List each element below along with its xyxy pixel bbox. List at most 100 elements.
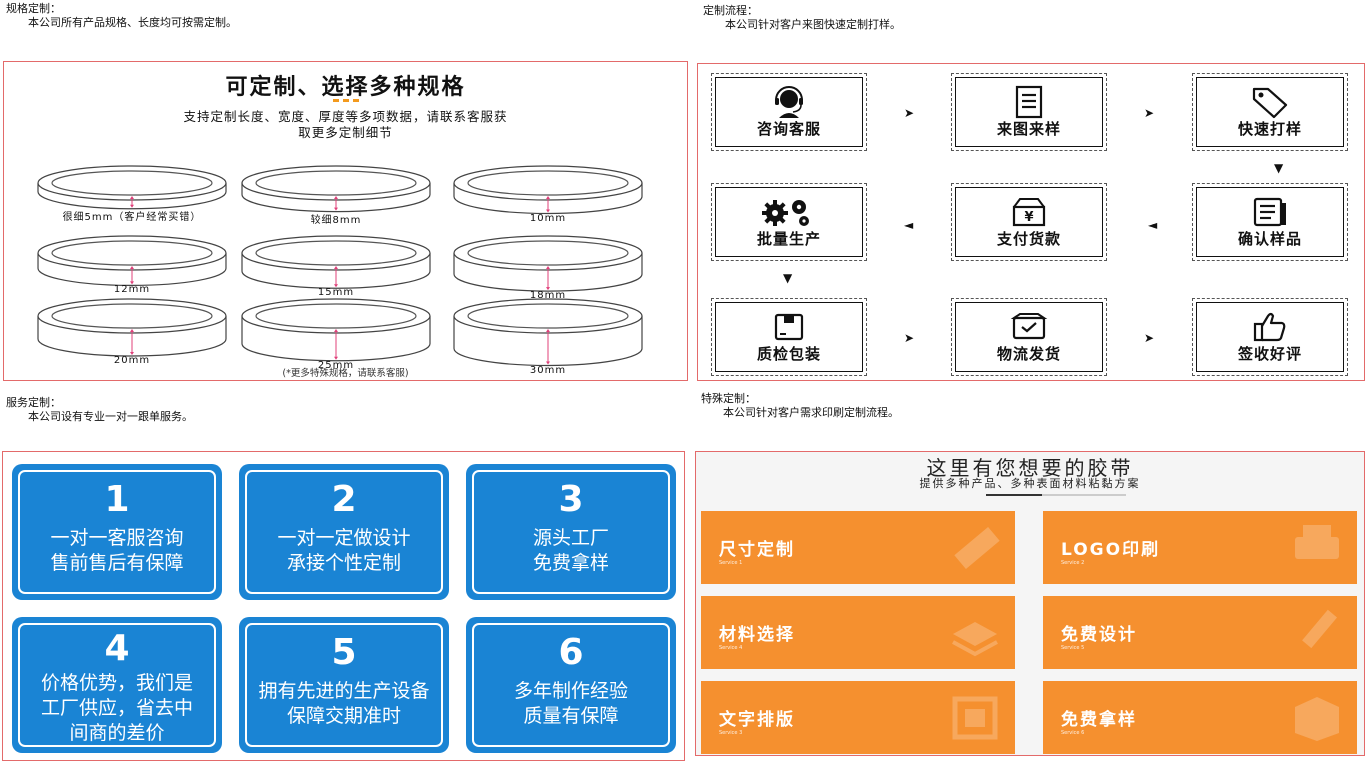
- flow-step-review: 签收好评: [1192, 298, 1348, 376]
- service-card-1: 1 一对一客服咨询 售前售后有保障: [12, 464, 222, 600]
- tape-ring: 18mm: [452, 235, 644, 301]
- price-tag-icon: [1252, 87, 1288, 119]
- service-line: 保障交期准时: [286, 705, 401, 727]
- special-tile-sub: Service 5: [1061, 645, 1085, 651]
- tape-size-label: 18mm: [529, 290, 567, 302]
- flow-step-inspection: 质检包装: [711, 298, 867, 376]
- tape-size-label: 较细8mm: [310, 214, 362, 226]
- special-tile-sub: Service 2: [1061, 560, 1085, 566]
- service-number: 2: [331, 479, 357, 520]
- caption-service-head: 服务定制：: [6, 396, 61, 409]
- service-number: 1: [104, 479, 130, 520]
- flow-step-label: 确认样品: [1237, 230, 1302, 248]
- service-card-2: 2 一对一定做设计 承接个性定制: [239, 464, 449, 600]
- special-tile-sub: Service 6: [1061, 730, 1085, 736]
- flow-step-label: 快速打样: [1237, 120, 1302, 138]
- title-dots-decoration: [332, 99, 359, 102]
- special-tile-sub: Service 1: [719, 560, 743, 566]
- special-subtitle: 提供多种产品、多种表面材料粘黏方案: [919, 477, 1141, 490]
- svg-text:¥: ¥: [1024, 210, 1033, 225]
- arrow-right: ➤: [904, 106, 915, 120]
- special-tile-label: 文字排版: [719, 710, 795, 730]
- material-layers-icon: [952, 622, 998, 657]
- flow-panel: 咨询客服 ➤ 来图来样 ➤ 快速打样 ▼: [697, 63, 1365, 381]
- caption-special: 特殊定制： 本公司针对客户需求印刷定制流程。: [701, 392, 899, 420]
- arrow-right: ➤: [1144, 106, 1155, 120]
- service-text: 价格优势，我们是 工厂供应，省去中 间商的差价: [20, 671, 214, 746]
- tape-ring: 10mm: [452, 165, 644, 224]
- tape-size-label: 10mm: [529, 212, 567, 224]
- tape-ring: 较细8mm: [240, 165, 432, 226]
- specs-title: 可定制、选择多种规格: [225, 75, 466, 100]
- title-underline: [986, 494, 1126, 496]
- service-text: 源头工厂 免费拿样: [474, 526, 668, 576]
- service-number: 6: [558, 632, 584, 673]
- flow-step-shipping: 物流发货: [951, 298, 1107, 376]
- special-title: 这里有您想要的胶带: [926, 456, 1134, 480]
- special-tile-sub: Service 3: [719, 730, 743, 736]
- tape-size-label: 30mm: [529, 364, 567, 376]
- special-tile-typesetting: 文字排版 Service 3: [701, 681, 1015, 754]
- tape-ring: 15mm: [240, 235, 432, 298]
- flow-step-label: 来图来样: [996, 120, 1061, 138]
- printer-icon: [1295, 525, 1339, 559]
- service-line: 一对一定做设计: [277, 527, 411, 549]
- caption-flow-body: 本公司针对客户来图快速定制打样。: [725, 18, 901, 31]
- service-line: 一对一客服咨询: [50, 527, 184, 549]
- tape-ring: 25mm: [240, 298, 432, 371]
- headset-agent-icon: [775, 86, 803, 118]
- service-text: 一对一定做设计 承接个性定制: [247, 526, 441, 576]
- tape-size-label: 15mm: [317, 287, 355, 299]
- special-panel: 这里有您想要的胶带 提供多种产品、多种表面材料粘黏方案 尺寸定制 Service…: [695, 451, 1365, 756]
- thumbs-up-icon: [1253, 312, 1286, 342]
- tape-ring: 很细5mm（客户经常买错）: [36, 165, 228, 223]
- service-line: 承接个性定制: [286, 552, 401, 574]
- service-line: 工厂供应，省去中: [40, 697, 193, 719]
- service-card-5: 5 拥有先进的生产设备 保障交期准时: [239, 617, 449, 753]
- special-tile-design: 免费设计 Service 5: [1043, 596, 1357, 669]
- flow-step-label: 批量生产: [756, 230, 821, 248]
- document-icon: [1015, 85, 1043, 119]
- service-card-4: 4 价格优势，我们是 工厂供应，省去中 间商的差价: [12, 617, 222, 753]
- service-line: 价格优势，我们是: [40, 672, 193, 694]
- flow-step-label: 支付货款: [996, 230, 1061, 248]
- service-card-6: 6 多年制作经验 质量有保障: [466, 617, 676, 753]
- service-line: 多年制作经验: [513, 680, 628, 702]
- tape-size-label: 很细5mm（客户经常买错）: [62, 211, 202, 223]
- tape-size-label: 25mm: [317, 359, 355, 371]
- service-line: 售前售后有保障: [50, 552, 184, 574]
- flow-step-confirm: 确认样品: [1192, 183, 1348, 261]
- special-tile-label: LOGO印刷: [1061, 540, 1161, 560]
- service-card-3: 3 源头工厂 免费拿样: [466, 464, 676, 600]
- tape-size-label: 12mm: [113, 284, 151, 296]
- service-line: 免费拿样: [532, 552, 609, 574]
- caption-specs-body: 本公司所有产品规格、长度均可按需定制。: [28, 16, 237, 29]
- caption-special-body: 本公司针对客户需求印刷定制流程。: [723, 406, 899, 419]
- service-number: 5: [331, 632, 357, 673]
- service-line: 拥有先进的生产设备: [258, 680, 430, 702]
- caption-flow-head: 定制流程：: [703, 4, 758, 17]
- specs-note: (*更多特殊规格，请联系客服): [282, 368, 409, 379]
- sample-box-icon: [1295, 697, 1339, 741]
- caption-flow: 定制流程： 本公司针对客户来图快速定制打样。: [703, 4, 901, 32]
- flow-step-production: 批量生产: [711, 183, 867, 261]
- special-tile-size: 尺寸定制 Service 1: [701, 511, 1015, 584]
- tape-ring: 12mm: [36, 235, 228, 295]
- specs-subtitle: 支持定制长度、宽度、厚度等多项数据，请联系客服获 取更多定制细节: [4, 109, 687, 141]
- flow-step-label: 签收好评: [1237, 345, 1302, 363]
- service-text: 多年制作经验 质量有保障: [474, 679, 668, 729]
- special-tile-sub: Service 4: [719, 645, 743, 651]
- shipping-box-icon: [1010, 313, 1048, 340]
- service-line: 间商的差价: [69, 722, 165, 744]
- arrow-right: ➤: [904, 331, 915, 345]
- caption-specs: 规格定制： 本公司所有产品规格、长度均可按需定制。: [6, 2, 237, 30]
- special-tile-sample: 免费拿样 Service 6: [1043, 681, 1357, 754]
- service-text: 拥有先进的生产设备 保障交期准时: [247, 679, 441, 729]
- caption-service: 服务定制： 本公司设有专业一对一跟单服务。: [6, 396, 193, 424]
- service-text: 一对一客服咨询 售前售后有保障: [20, 526, 214, 576]
- tape-ring: 20mm: [36, 298, 228, 366]
- specs-subtitle-line2: 取更多定制细节: [298, 125, 393, 140]
- payment-yen-icon: ¥: [1012, 198, 1046, 227]
- special-tile-label: 材料选择: [719, 625, 795, 645]
- special-tile-label: 免费设计: [1061, 625, 1137, 645]
